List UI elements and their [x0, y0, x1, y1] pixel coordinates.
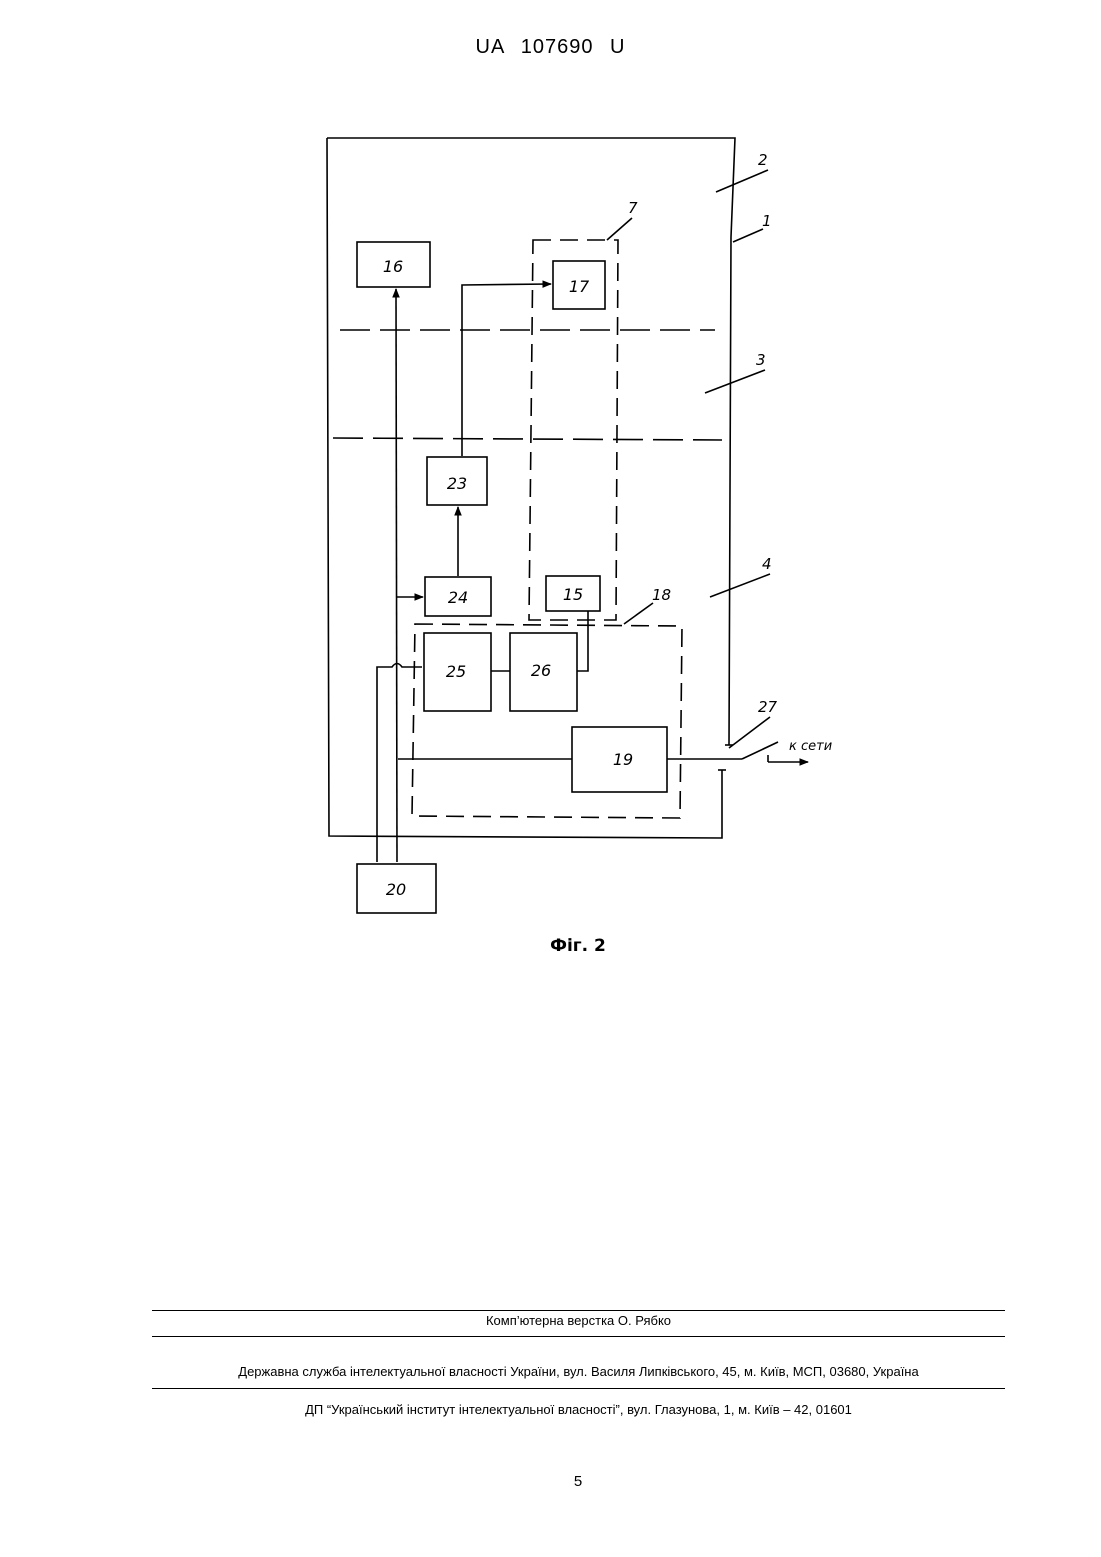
reference-3: 3 — [756, 351, 766, 369]
label-block-17: 17 — [569, 277, 590, 296]
office-address: Державна служба інтелектуальної власност… — [152, 1364, 1005, 1379]
footer-rule-3 — [152, 1388, 1005, 1389]
label-block-16: 16 — [383, 257, 403, 276]
mains-label: к сети — [789, 739, 832, 754]
label-block-25: 25 — [446, 662, 466, 681]
switch-27 — [742, 742, 778, 759]
leader-7 — [607, 218, 632, 240]
reference-18: 18 — [652, 586, 671, 604]
label-block-19: 19 — [613, 750, 633, 769]
leader-2 — [716, 170, 768, 192]
reference-27: 27 — [758, 698, 778, 716]
block-diagram: 16 17 23 24 15 25 26 19 20 1 2 3 4 7 18 … — [0, 0, 1101, 1000]
label-block-20: 20 — [386, 880, 406, 899]
leader-1 — [733, 229, 763, 242]
reference-4: 4 — [762, 555, 772, 573]
zone-divider-lower — [333, 438, 722, 440]
footer-rule-2 — [152, 1336, 1005, 1337]
footer-rule-1 — [152, 1310, 1005, 1311]
line-20-to-16 — [396, 289, 397, 862]
label-block-15: 15 — [563, 585, 583, 604]
reference-1: 1 — [762, 212, 772, 230]
institute-address: ДП “Український інститут інтелектуальної… — [152, 1402, 1005, 1417]
group-18-outline — [412, 624, 682, 818]
leader-27 — [729, 717, 770, 748]
layout-credit: Комп’ютерна верстка О. Рябко — [152, 1313, 1005, 1328]
page-number: 5 — [0, 1473, 1101, 1490]
line-20-to-25 — [377, 664, 422, 863]
label-block-24: 24 — [448, 588, 468, 607]
figure-caption: Фіг. 2 — [0, 936, 1101, 956]
label-block-26: 26 — [531, 661, 551, 680]
label-block-23: 23 — [447, 474, 467, 493]
line-23-to-17 — [462, 284, 551, 456]
leader-4 — [710, 574, 770, 597]
reference-7: 7 — [628, 199, 638, 217]
leader-3 — [705, 370, 765, 393]
leader-18 — [624, 603, 653, 624]
reference-2: 2 — [758, 151, 768, 169]
